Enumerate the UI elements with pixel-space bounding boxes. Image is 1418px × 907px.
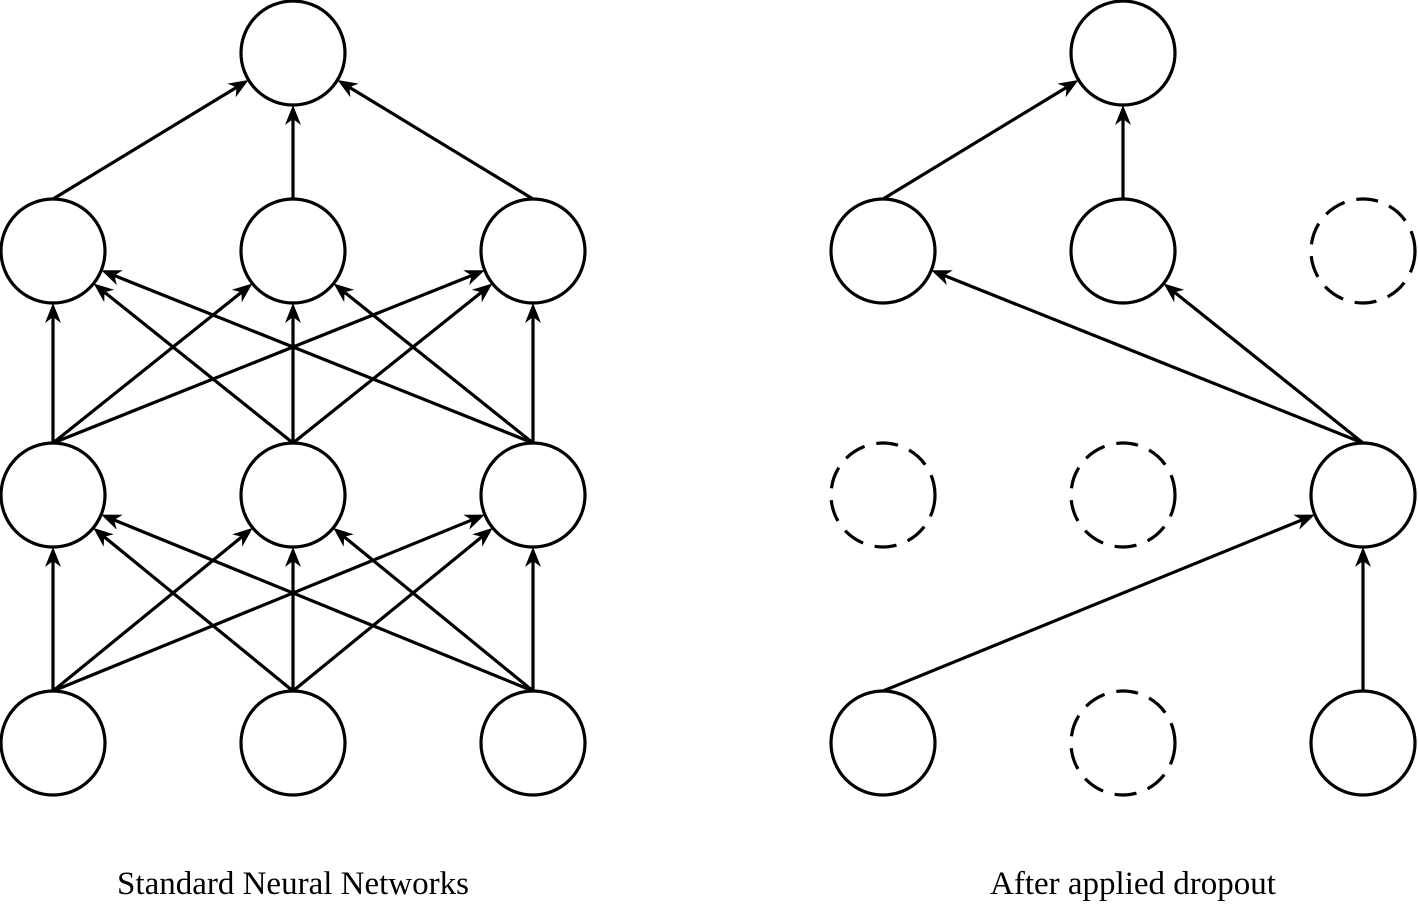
standard-network bbox=[0, 0, 587, 797]
neuron bbox=[0, 441, 107, 549]
arrow-head bbox=[1163, 283, 1185, 303]
neuron bbox=[1309, 441, 1417, 549]
arrow-head bbox=[45, 303, 61, 323]
connection-line bbox=[109, 272, 534, 445]
arrow-head bbox=[232, 527, 253, 547]
neuron bbox=[239, 441, 347, 549]
arrow-head bbox=[285, 105, 301, 125]
edges bbox=[45, 80, 541, 693]
arrow-head bbox=[1057, 80, 1079, 98]
connection-line bbox=[100, 532, 295, 693]
connection-line bbox=[100, 288, 294, 445]
connection-line bbox=[109, 516, 534, 693]
neuron bbox=[479, 441, 587, 549]
arrow-head bbox=[1293, 514, 1315, 530]
neuron bbox=[239, 689, 347, 797]
connection-line bbox=[52, 83, 241, 201]
arrow-head bbox=[463, 270, 485, 286]
connection-line bbox=[882, 516, 1307, 693]
arrow-head bbox=[227, 80, 249, 98]
neurons bbox=[829, 0, 1417, 797]
arrow-head bbox=[333, 527, 354, 547]
arrow-head bbox=[333, 283, 355, 303]
connection-line bbox=[882, 83, 1071, 201]
neuron bbox=[0, 689, 107, 797]
arrow-head bbox=[525, 547, 541, 567]
neuron bbox=[0, 197, 107, 305]
arrow-head bbox=[472, 527, 493, 547]
arrow-head bbox=[931, 270, 953, 286]
connection-line bbox=[51, 532, 246, 693]
standard-network-caption: Standard Neural Networks bbox=[117, 866, 469, 902]
neuron bbox=[239, 0, 347, 107]
arrow-head bbox=[285, 303, 301, 323]
neuron bbox=[239, 197, 347, 305]
arrow-head bbox=[337, 80, 359, 98]
dropout-network-caption: After applied dropout bbox=[990, 866, 1276, 902]
arrow-head bbox=[93, 283, 115, 303]
neuron bbox=[829, 689, 937, 797]
dropped-neuron bbox=[829, 441, 937, 549]
dropout-network bbox=[829, 0, 1417, 797]
connection-line bbox=[291, 532, 486, 693]
arrow-head bbox=[45, 547, 61, 567]
connection-line bbox=[340, 532, 535, 693]
arrow-head bbox=[471, 283, 493, 303]
arrow-head bbox=[1115, 105, 1131, 125]
connection-line bbox=[292, 288, 486, 445]
arrow-head bbox=[285, 547, 301, 567]
neuron bbox=[1069, 197, 1177, 305]
arrow-head bbox=[1355, 547, 1371, 567]
arrow-head bbox=[463, 514, 485, 530]
arrow-head bbox=[525, 303, 541, 323]
neuron bbox=[479, 689, 587, 797]
connection-line bbox=[340, 288, 534, 445]
neuron bbox=[829, 197, 937, 305]
connection-line bbox=[345, 83, 534, 201]
arrow-head bbox=[101, 514, 123, 530]
neuron bbox=[1069, 0, 1177, 107]
dropped-neuron bbox=[1309, 197, 1417, 305]
arrow-head bbox=[231, 283, 253, 303]
dropped-neuron bbox=[1069, 689, 1177, 797]
neuron bbox=[479, 197, 587, 305]
connection-line bbox=[52, 288, 246, 445]
edges bbox=[882, 80, 1371, 693]
connection-line bbox=[939, 272, 1364, 445]
connection-line bbox=[1170, 288, 1364, 445]
connection-line bbox=[52, 272, 477, 445]
neurons bbox=[0, 0, 587, 797]
neuron bbox=[1309, 689, 1417, 797]
dropped-neuron bbox=[1069, 441, 1177, 549]
arrow-head bbox=[101, 270, 123, 286]
arrow-head bbox=[93, 527, 114, 547]
connection-line bbox=[52, 516, 477, 693]
